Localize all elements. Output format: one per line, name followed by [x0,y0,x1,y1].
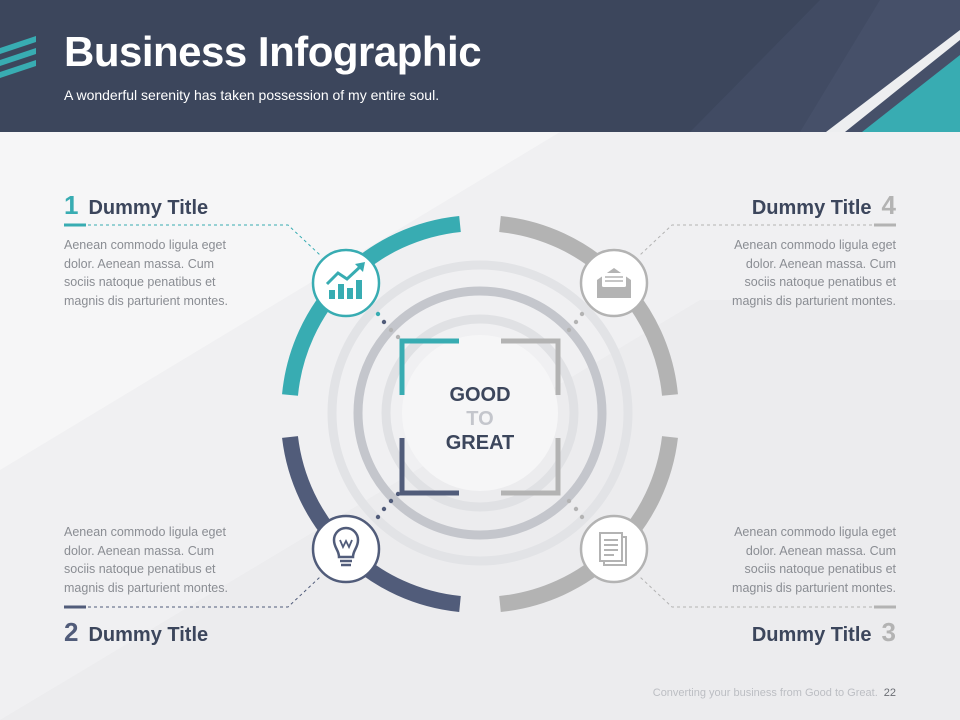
item-4-title: Dummy Title [751,197,872,219]
center-line-great: GREAT [445,432,515,454]
item-3-text: Aenean commodo ligula eget dolor. Aenean… [732,525,896,595]
center-label: GOOD TO GREAT [400,383,560,455]
item-3-number: 3 [881,617,896,647]
item-2-heading: 2 Dummy Title [64,617,218,648]
item-4-text: Aenean commodo ligula eget dolor. Aenean… [732,238,896,308]
page-subtitle: A wonderful serenity has taken possessio… [64,87,440,103]
footer: Converting your business from Good to Gr… [653,687,896,699]
page-title: Business Infographic [64,28,482,75]
item-3-title: Dummy Title [751,624,872,646]
item-2-number: 2 [64,617,79,647]
header-decoration [0,0,960,132]
item-1-text: Aenean commodo ligula eget dolor. Aenean… [64,238,228,308]
item-1-title: Dummy Title [88,197,209,219]
item-4-heading: Dummy Title 4 [742,190,896,221]
footer-text: Converting your business from Good to Gr… [652,687,878,699]
center-line-good: GOOD [449,384,511,406]
header-bar: Business Infographic A wonderful serenit… [0,0,960,132]
item-2-title: Dummy Title [88,624,209,646]
item-1-heading: 1 Dummy Title [64,190,218,221]
item-1-number: 1 [64,190,79,220]
item-4-number: 4 [881,190,896,220]
center-line-to: TO [466,408,494,430]
item-3-heading: Dummy Title 3 [742,617,896,648]
page-number: 22 [883,687,896,699]
item-2-text: Aenean commodo ligula eget dolor. Aenean… [64,525,228,595]
